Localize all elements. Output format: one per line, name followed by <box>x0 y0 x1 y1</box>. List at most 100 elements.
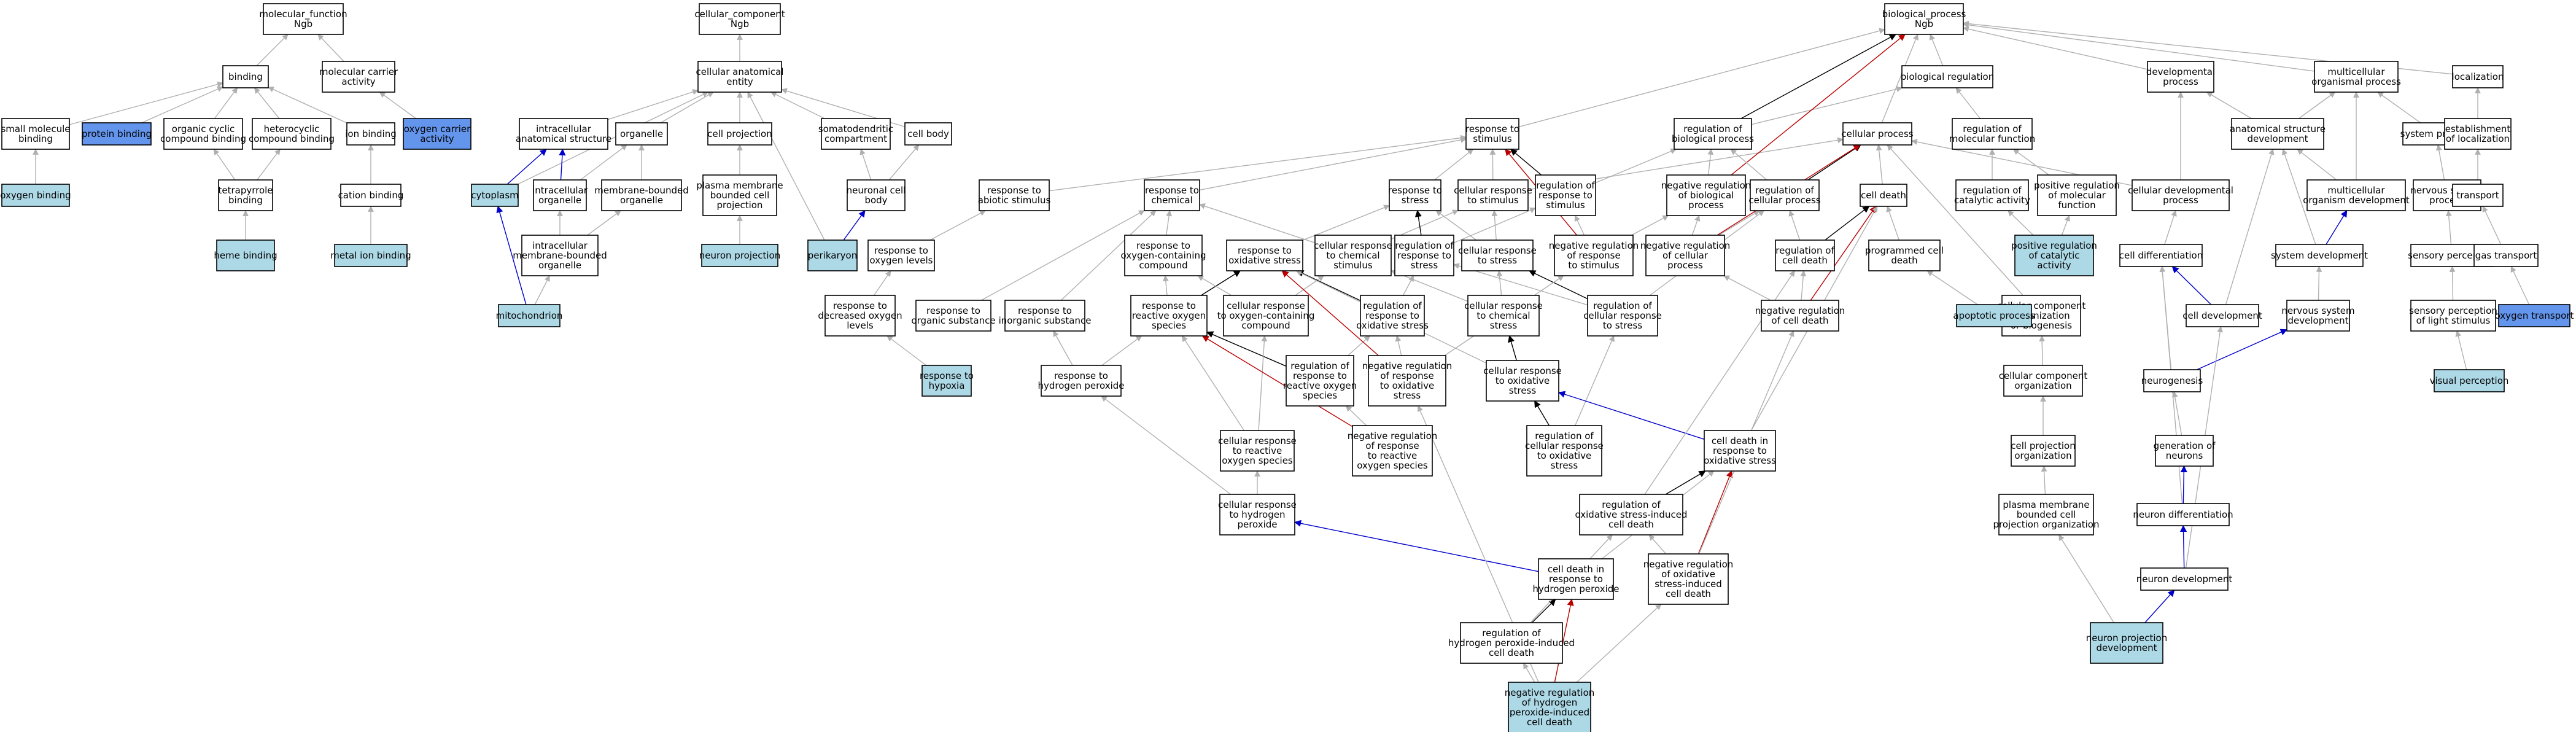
node-cproj[interactable]: cell projection <box>707 122 772 146</box>
node-neurog[interactable]: neurogenesis <box>2141 369 2203 392</box>
node-sysdev[interactable]: system development <box>2271 244 2368 267</box>
node-loc[interactable]: localization <box>2452 65 2504 88</box>
node-breg[interactable]: biological regulation <box>1901 65 1994 88</box>
node-ndev[interactable]: neuron development <box>2136 567 2233 591</box>
node-otrans[interactable]: oxygen transport <box>2495 304 2574 327</box>
node-cellp[interactable]: cellular process <box>1841 122 1914 146</box>
node-hemeb[interactable]: heme binding <box>214 239 277 271</box>
node-protb[interactable]: protein binding <box>82 122 152 146</box>
node-apop[interactable]: apoptotic process <box>1953 304 2035 327</box>
node-celldev[interactable]: cell development <box>2182 304 2262 327</box>
node-cbody[interactable]: cell body <box>904 122 952 146</box>
node-organelle[interactable]: organelle <box>615 122 668 146</box>
node-cyto[interactable]: cytoplasm <box>471 184 519 207</box>
node-binding[interactable]: binding <box>222 65 269 88</box>
node-vis[interactable]: visual perception <box>2430 369 2509 392</box>
node-nproj[interactable]: neuron projection <box>699 244 780 267</box>
node-metalb[interactable]: metal ion binding <box>330 244 411 267</box>
node-ndiff[interactable]: neuron differentiation <box>2133 503 2233 526</box>
node-oxyb[interactable]: oxygen binding <box>0 184 71 207</box>
node-cationb[interactable]: cation binding <box>338 184 404 207</box>
node-peri[interactable]: perikaryon <box>807 239 858 271</box>
node-mito[interactable]: mitochondrion <box>496 304 563 327</box>
node-cdeath[interactable]: cell death <box>1860 184 1907 207</box>
